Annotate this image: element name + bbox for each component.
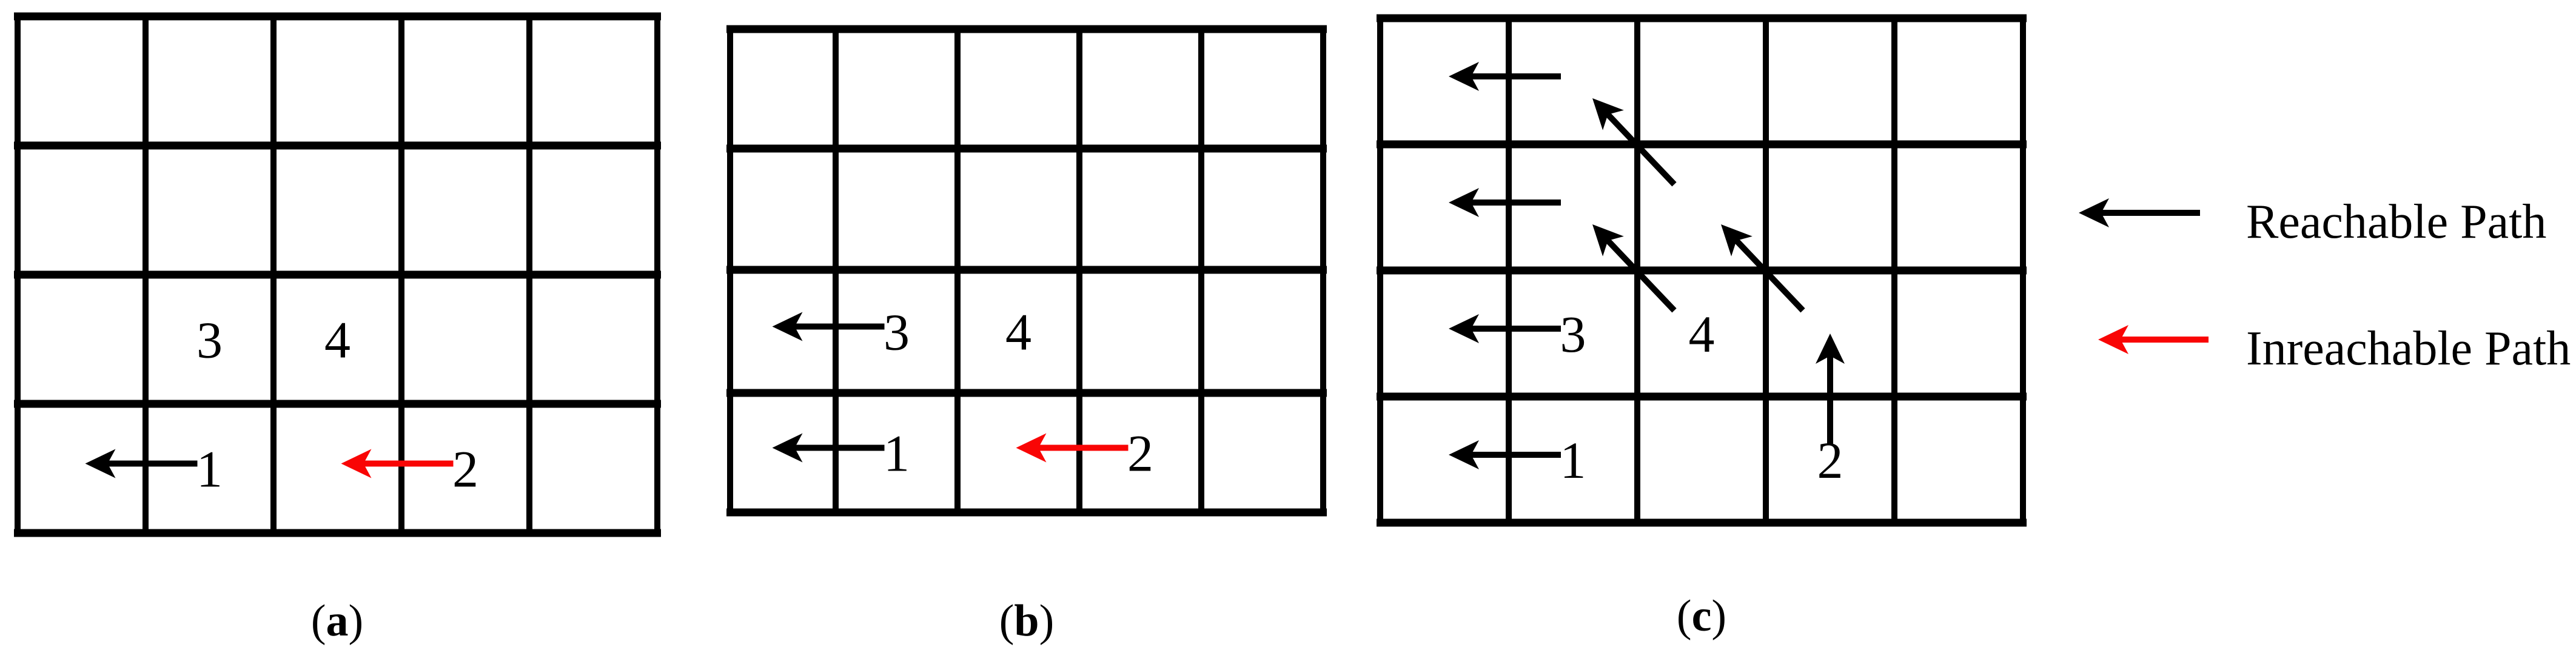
arrow-head (341, 449, 372, 478)
reachable-path-arrow (1592, 98, 1677, 187)
reachable-path-arrow (1721, 224, 1805, 313)
legend-reachable-path-arrow (2079, 198, 2200, 227)
captions-layer: (a) (b) (c) (311, 591, 1726, 646)
legend-inreachable-path-arrow (2098, 325, 2209, 354)
unreachable-path-arrow (341, 449, 454, 478)
cell-number-4: 4 (324, 311, 351, 369)
legend-inreachable-path-label: Inreachable Path (2246, 322, 2571, 375)
cell-number-3: 3 (196, 311, 223, 369)
reachable-path-arrow (85, 449, 198, 478)
arrow-head (1449, 314, 1479, 343)
legend-arrows (2079, 198, 2209, 354)
reachable-path-arrow (1816, 334, 1845, 445)
arrow-head (2098, 325, 2128, 354)
cell-number-4: 4 (1689, 305, 1715, 363)
legend-reachable-path-label: Reachable Path (2246, 195, 2546, 249)
reachable-path-arrow (1449, 440, 1561, 469)
cell-number-3: 3 (884, 303, 910, 361)
panel-c-caption: (c) (1677, 591, 1726, 641)
arrow-shaft (1733, 237, 1805, 313)
arrow-head (1449, 62, 1479, 91)
panel-a-grid (14, 12, 661, 537)
reachable-path-arrow (1449, 188, 1561, 217)
arrow-head (1592, 224, 1624, 256)
arrow-head (1816, 334, 1845, 364)
panel-b-grid (726, 25, 1327, 517)
reachable-path-arrow (1592, 224, 1677, 313)
panel-b: 3 4 1 2 (726, 25, 1327, 517)
arrow-head (1449, 440, 1479, 469)
cell-number-1: 1 (884, 424, 910, 483)
reachable-path-arrow (772, 433, 885, 463)
arrow-head (1592, 98, 1624, 130)
unreachable-path-arrow (1016, 433, 1129, 463)
panel-a: 3 4 1 2 (14, 12, 661, 537)
arrow-head (85, 449, 116, 478)
arrow-shaft (1605, 111, 1677, 187)
cell-number-1: 1 (1560, 431, 1586, 489)
arrow-head (1721, 224, 1753, 256)
arrow-head (2079, 198, 2109, 227)
arrow-shaft (1605, 237, 1677, 313)
cell-number-2: 2 (452, 440, 478, 498)
reachable-path-arrow (1449, 314, 1561, 343)
cell-number-3: 3 (1560, 305, 1586, 363)
cell-number-4: 4 (1005, 303, 1031, 361)
reachable-path-arrow (772, 312, 885, 341)
arrow-head (772, 433, 803, 463)
arrow-head (1016, 433, 1047, 463)
cell-number-1: 1 (196, 440, 223, 498)
arrow-head (1449, 188, 1479, 217)
cell-number-2: 2 (1127, 424, 1153, 483)
reachable-path-arrow (1449, 62, 1561, 91)
panel-b-caption: (b) (999, 596, 1054, 646)
panel-c-grid (1377, 14, 2027, 527)
panel-a-caption: (a) (311, 596, 363, 646)
arrow-head (772, 312, 803, 341)
legend: Reachable Path Inreachable Path (2079, 195, 2571, 375)
